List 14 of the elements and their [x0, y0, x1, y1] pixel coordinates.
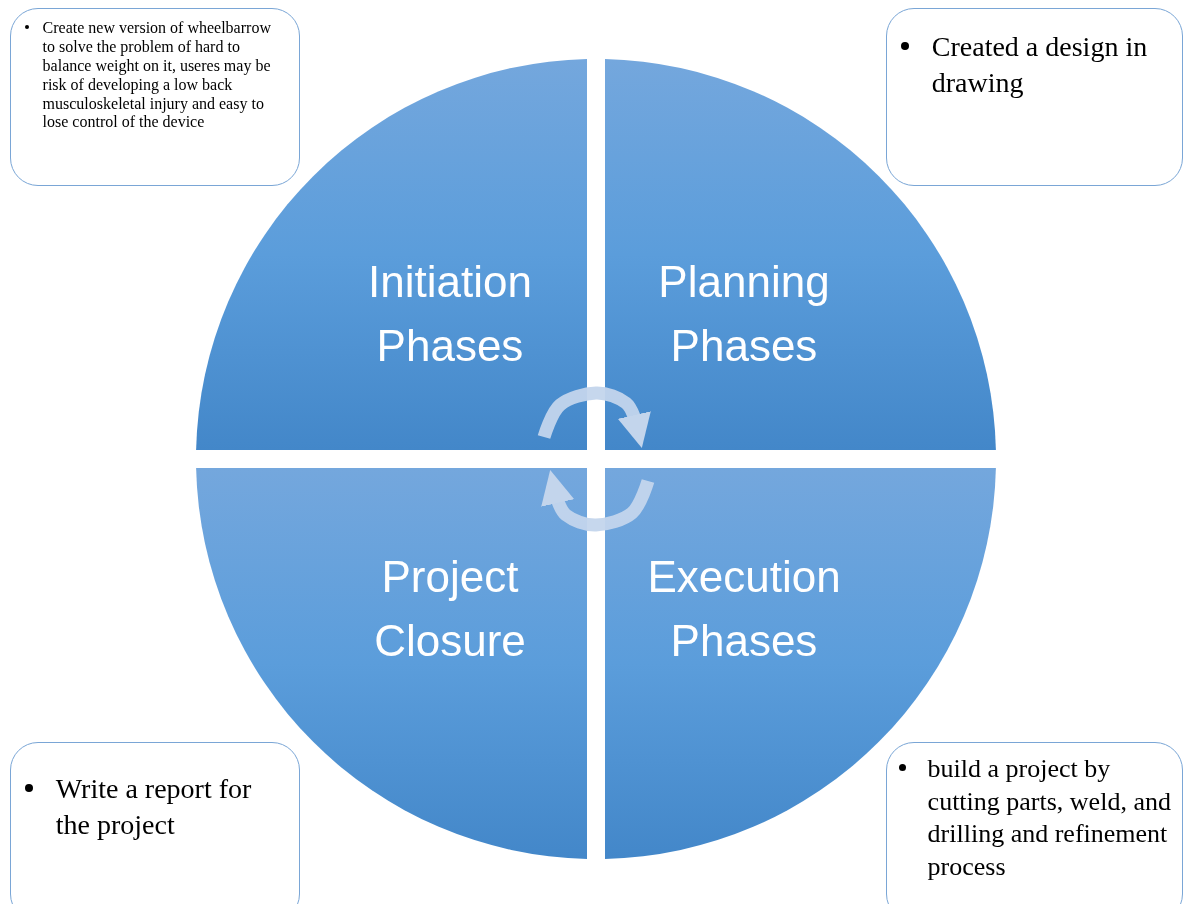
bullet-text: Created a design in drawing	[901, 29, 1173, 102]
callout-box	[886, 742, 1183, 904]
bullet-text: build a project by cutting parts, weld, and drilling and refinement process	[899, 753, 1179, 883]
phase-label: Project Closure	[373, 551, 527, 667]
cycle-arrow	[537, 386, 651, 448]
bullet-text: Write a report for the project	[25, 771, 287, 844]
callout-box	[10, 8, 300, 186]
callout-box	[10, 742, 300, 904]
callout-box	[886, 8, 1183, 186]
phase-label: Execution Phases	[646, 551, 842, 667]
phase-label: Planning Phases	[657, 256, 831, 372]
bullet-text: Create new version of wheelbarrow to solve the problem of hard to balance weight on it, useres may be risk of developing a low back musculoskeletal injury and easy to lose control of the device	[25, 19, 287, 133]
phase-label: Initiation Phases	[367, 256, 533, 372]
cycle-arrow	[541, 470, 655, 532]
